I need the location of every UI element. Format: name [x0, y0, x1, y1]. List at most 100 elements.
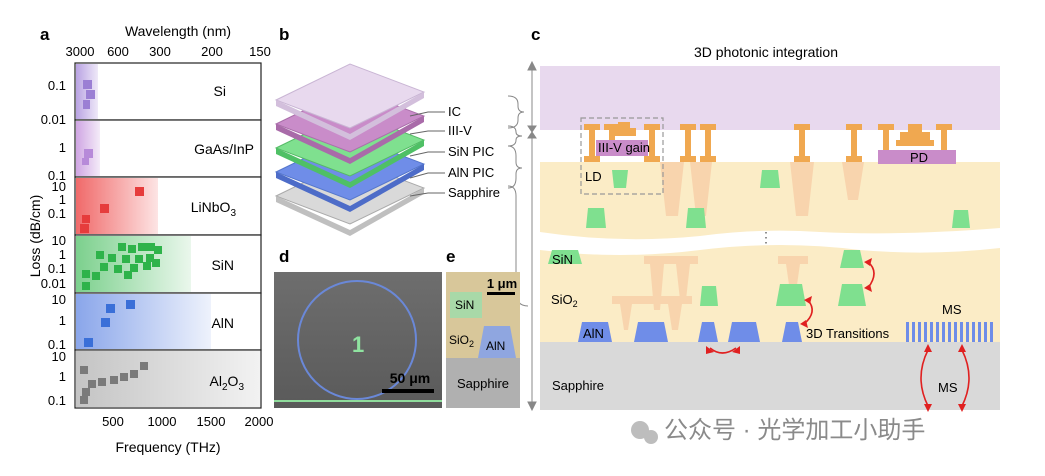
- panel-c: c 3D photonic integration: [527, 25, 1000, 412]
- data-point: [114, 265, 122, 273]
- data-point: [152, 259, 160, 267]
- braces: [507, 95, 529, 307]
- arrow-head: [732, 346, 740, 354]
- bottom-ticks: 500 1000 1500 2000: [102, 414, 273, 429]
- arrow-head: [864, 258, 872, 266]
- aln-waveguides: [578, 322, 802, 342]
- aln-points: [84, 300, 135, 347]
- label-pd: PD: [910, 150, 928, 165]
- data-point: [101, 318, 110, 327]
- brace-sapphire: [507, 185, 529, 307]
- aln-waveguide: [698, 322, 718, 342]
- electrode: [589, 130, 595, 156]
- grating-bar: [930, 322, 933, 342]
- data-point: [96, 251, 104, 259]
- sin-points: [82, 243, 162, 290]
- material-label-si: Si: [214, 83, 226, 99]
- panel-b-label: b: [279, 25, 289, 44]
- top-tick: 3000: [66, 44, 95, 59]
- sem-image-ring: [274, 272, 442, 408]
- bottom-tick: 1500: [197, 414, 226, 429]
- material-label-linbo3: LiNbO3: [191, 199, 237, 219]
- y-tick: 10: [52, 292, 66, 307]
- layer-aln-edge: [276, 164, 424, 212]
- arrow-head: [800, 320, 808, 328]
- metasurface-grating: [906, 322, 993, 342]
- label-3d-transitions: 3D Transitions: [806, 326, 890, 341]
- material-label-text: LiNbO: [191, 199, 231, 215]
- aln-waveguide: [578, 322, 612, 342]
- panel-e-label: e: [446, 247, 455, 266]
- scale-bar-d: [382, 389, 434, 393]
- via: [842, 162, 864, 200]
- grating-bar: [966, 322, 969, 342]
- leader-line: [409, 111, 445, 117]
- data-point: [108, 254, 116, 262]
- y-tick: 0.01: [41, 276, 66, 291]
- y-tick: 1: [59, 140, 66, 155]
- data-point: [88, 380, 96, 388]
- electrode: [644, 124, 660, 130]
- sin-waveguide: [952, 210, 970, 228]
- data-point: [126, 300, 135, 309]
- y-tick: 0.1: [48, 168, 66, 183]
- data-point: [80, 396, 88, 404]
- sin-waveguide: [686, 208, 706, 228]
- grating-bar: [960, 322, 963, 342]
- electrode: [685, 130, 691, 156]
- material-label-text: Al: [210, 373, 222, 389]
- y-tick: 0.1: [48, 206, 66, 221]
- watermark-text: 公众号 · 光学加工小助手: [664, 417, 925, 444]
- label-ms-bottom: MS: [938, 380, 958, 395]
- range-band-aln: [76, 294, 211, 349]
- panel-b: b IC III-V SiN PIC AlN PIC Sapphire: [274, 25, 529, 307]
- wechat-icon-secondary: [644, 430, 658, 444]
- data-point: [82, 215, 90, 223]
- layer-label: AlN PIC: [448, 165, 494, 180]
- layer-labels: IC III-V SiN PIC AlN PIC Sapphire: [448, 104, 500, 200]
- arrow-head: [804, 296, 812, 304]
- ring-resonator: [297, 280, 417, 400]
- data-point: [82, 282, 90, 290]
- via: [790, 162, 814, 216]
- grating-bar: [954, 322, 957, 342]
- layer-label: IC: [448, 104, 461, 119]
- vertical-axis-arrows: [527, 60, 537, 412]
- scale-label-e: 1 μm: [487, 276, 517, 291]
- electrode: [896, 140, 934, 146]
- data-point: [92, 272, 100, 280]
- scale-bar-e: [487, 292, 515, 295]
- y-tick: 1: [59, 369, 66, 384]
- grating-bar: [978, 322, 981, 342]
- panel-d-label: d: [279, 247, 289, 266]
- layer-label: SiN PIC: [448, 144, 494, 159]
- data-point: [82, 158, 89, 165]
- material-label-sin: SiN: [211, 257, 234, 273]
- label-sapphire: Sapphire: [552, 378, 604, 393]
- data-point: [83, 100, 90, 109]
- data-point: [80, 224, 89, 233]
- arrow-head: [527, 125, 537, 133]
- y-tick: 1: [59, 247, 66, 262]
- grating-bar: [924, 322, 927, 342]
- electrode: [604, 124, 620, 130]
- grating-bar: [936, 322, 939, 342]
- sin-waveguide: [612, 170, 628, 188]
- brace-pics: [507, 145, 523, 189]
- electrode: [644, 156, 660, 162]
- arrow-head: [527, 401, 537, 412]
- al2o3-points: [80, 362, 148, 404]
- subplot-frame-si: [74, 62, 262, 121]
- bottom-tick: 1000: [148, 414, 177, 429]
- grating-bar: [972, 322, 975, 342]
- electrode: [846, 156, 862, 162]
- data-point: [84, 149, 93, 158]
- data-point: [80, 366, 88, 374]
- label-text: SiO: [449, 333, 469, 347]
- data-point: [106, 304, 115, 313]
- red-arrowheads: [706, 258, 966, 412]
- label-sio2-e: SiO2: [449, 333, 474, 349]
- continuation-dots: ⋮: [759, 229, 773, 245]
- aln-waveguide: [782, 322, 802, 342]
